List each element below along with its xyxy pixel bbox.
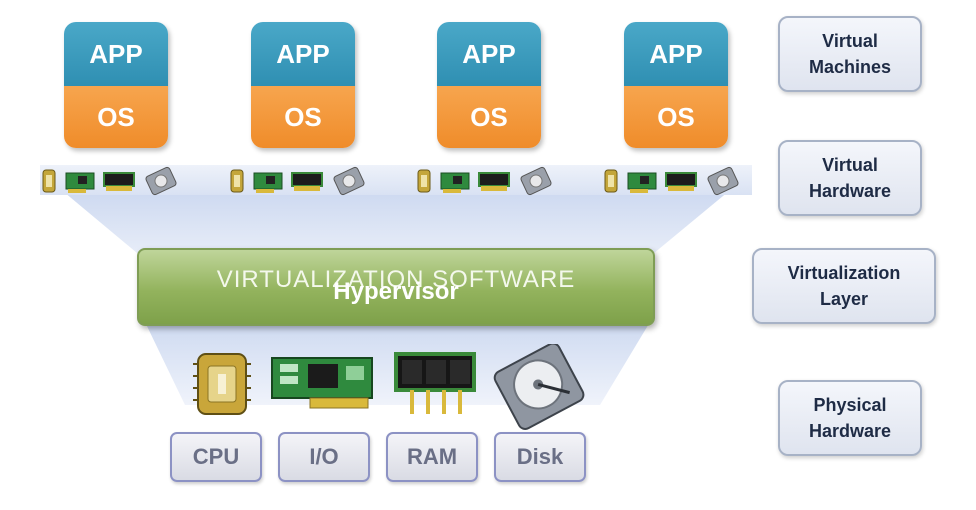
disk-label: Disk <box>494 432 586 482</box>
disk-icon <box>493 344 585 430</box>
cpu-icon <box>193 353 251 415</box>
virtual-machine-4: APP OS <box>624 22 728 148</box>
layer-label-line2: Hardware <box>808 421 892 441</box>
app-layer: APP <box>437 22 541 86</box>
layer-label-line2: Layer <box>819 289 869 309</box>
cpu-icon <box>604 169 618 193</box>
virtual-hardware-set-2 <box>230 166 365 196</box>
cpu-label: CPU <box>170 432 262 482</box>
virtual-hardware-set-4 <box>604 166 739 196</box>
cpu-icon <box>42 169 56 193</box>
ram-icon <box>291 172 323 191</box>
ram-icon <box>665 172 697 191</box>
physical-hardware-icons <box>193 344 585 430</box>
io-card-icon <box>440 172 470 193</box>
cpu-icon <box>417 169 431 193</box>
virtualization-software-label: VIRTUALIZATION SOFTWARE <box>216 266 576 293</box>
layer-label-line1: Virtual <box>822 154 878 175</box>
disk-icon <box>520 166 552 196</box>
ram-icon <box>478 172 510 191</box>
hypervisor-bar: VIRTUALIZATION SOFTWARE Hypervisor <box>137 248 655 326</box>
io-card-icon <box>65 172 95 193</box>
layer-label-line1: Virtualization <box>787 262 901 283</box>
os-layer: OS <box>624 86 728 148</box>
layer-label-line2: Machines <box>808 57 892 77</box>
ram-label: RAM <box>386 432 478 482</box>
virtual-machine-3: APP OS <box>437 22 541 148</box>
virtual-hardware-set-3 <box>417 166 552 196</box>
io-label: I/O <box>278 432 370 482</box>
io-card-icon <box>253 172 283 193</box>
ram-icon <box>103 172 135 191</box>
layer-label-line1: Virtual <box>822 30 878 51</box>
layer-label-line1: Physical <box>813 394 887 415</box>
virtual-machine-1: APP OS <box>64 22 168 148</box>
ram-icon <box>394 352 476 414</box>
layer-label-line2: Hardware <box>808 181 892 201</box>
os-layer: OS <box>251 86 355 148</box>
os-layer: OS <box>64 86 168 148</box>
disk-icon <box>333 166 365 196</box>
app-layer: APP <box>624 22 728 86</box>
app-layer: APP <box>64 22 168 86</box>
os-layer: OS <box>437 86 541 148</box>
hypervisor-label: Hypervisor <box>333 278 459 305</box>
upper-funnel <box>40 172 752 268</box>
disk-icon <box>707 166 739 196</box>
io-card-icon <box>627 172 657 193</box>
virtual-machine-2: APP OS <box>251 22 355 148</box>
virtual-hardware-set-1 <box>42 166 177 196</box>
app-layer: APP <box>251 22 355 86</box>
cpu-icon <box>230 169 244 193</box>
disk-icon <box>145 166 177 196</box>
io-card-icon <box>271 357 373 409</box>
